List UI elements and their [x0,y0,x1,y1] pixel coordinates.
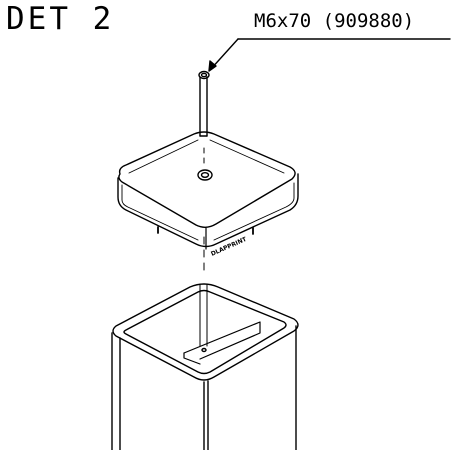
square-post [111,283,299,450]
bolt-part-callout: M6x70 (909880) [254,10,415,32]
detail-label: DET 2 [6,1,115,37]
post-cap: DLAPPRINT [117,131,299,258]
callout-leader [208,38,451,72]
bolt-m6x70 [198,70,210,137]
